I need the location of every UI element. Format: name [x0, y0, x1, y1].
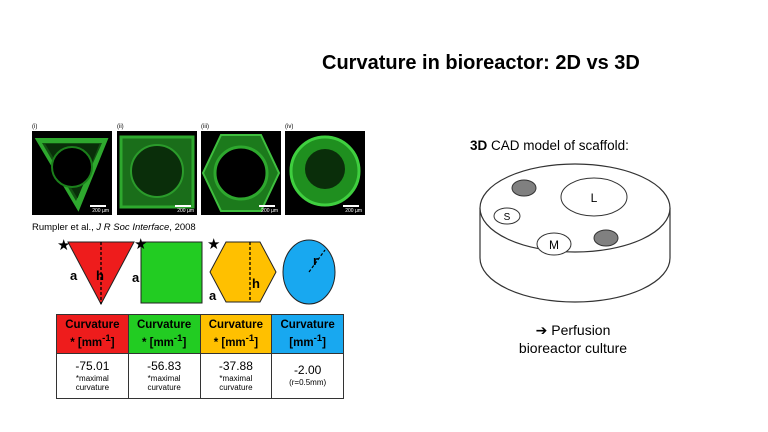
square-side-label: a: [132, 270, 140, 285]
scale-bar: [175, 205, 191, 207]
micrograph-square: 200 µm: [117, 131, 197, 215]
star-icon: ★: [207, 236, 221, 253]
cell-triangle: -75.01 *maximal curvature: [56, 353, 129, 399]
arrow-right-icon: ➔: [535, 322, 548, 338]
curvature-table: Curvature * [mm-1] Curvature * [mm-1] Cu…: [56, 314, 344, 399]
perfusion-caption: ➔ Perfusion bioreactor culture: [518, 322, 628, 356]
scale-text: 200 µm: [177, 208, 194, 214]
cad-title: 3D CAD model of scaffold:: [470, 138, 629, 153]
scale-text: 200 µm: [345, 208, 362, 214]
micrograph-triangle: 200 µm: [32, 131, 112, 215]
panel-label-ii: (ii): [117, 124, 124, 130]
hole-large: [560, 177, 628, 217]
header-square: Curvature * [mm-1]: [127, 314, 201, 354]
citation-year: , 2008: [169, 222, 196, 233]
citation-journal: J R Soc Interface: [96, 222, 170, 233]
panel-label-iii: (iii): [201, 124, 209, 130]
triangle-side-label: a: [70, 268, 78, 283]
label-large: L: [591, 191, 598, 205]
hole-small: [493, 207, 521, 225]
scale-bar: [343, 205, 359, 207]
label-small: S: [504, 212, 511, 223]
hole-dark-2: [593, 229, 619, 247]
square-shape: [140, 241, 203, 304]
geometry-shapes: [67, 239, 336, 306]
scale-text: 200 µm: [261, 208, 278, 214]
triangle-height-label: h: [96, 268, 104, 283]
hexagon-shape: [209, 241, 277, 303]
table-row: -75.01 *maximal curvature -56.83 *maxima…: [56, 353, 344, 399]
cell-hexagon: -37.88 *maximal curvature: [199, 353, 273, 399]
citation: Rumpler et al., J R Soc Interface, 2008: [32, 222, 196, 233]
circle-radius-label: r: [313, 253, 319, 268]
micrograph-hexagon: 200 µm: [201, 131, 281, 215]
panel-label-i: (i): [32, 124, 38, 130]
header-triangle: Curvature * [mm-1]: [56, 314, 129, 354]
label-medium: M: [549, 238, 559, 252]
scale-bar: [259, 205, 275, 207]
circle-radius-line: [308, 249, 326, 273]
header-hexagon: Curvature * [mm-1]: [199, 314, 273, 354]
panel-label-iv: (iv): [285, 124, 294, 130]
scaffold-cad-model: L S M: [479, 163, 671, 303]
hole-dark-1: [511, 179, 537, 197]
scale-text: 200 µm: [92, 208, 109, 214]
hole-medium: [536, 232, 572, 256]
star-icon: ★: [134, 236, 148, 253]
table-header-row: Curvature * [mm-1] Curvature * [mm-1] Cu…: [56, 314, 344, 354]
hexagon-side-label: a: [209, 288, 217, 303]
micrograph-circle: 200 µm: [285, 131, 365, 215]
scale-bar: [90, 205, 106, 207]
citation-authors: Rumpler et al.,: [32, 222, 97, 233]
star-icon: ★: [57, 237, 71, 254]
hexagon-height-label: h: [252, 276, 260, 291]
slide-title: Curvature in bioreactor: 2D vs 3D: [322, 52, 640, 74]
cell-square: -56.83 *maximal curvature: [127, 353, 201, 399]
header-circle: Curvature [mm-1]: [271, 314, 344, 354]
cell-circle: -2.00 (r=0.5mm): [271, 353, 344, 399]
